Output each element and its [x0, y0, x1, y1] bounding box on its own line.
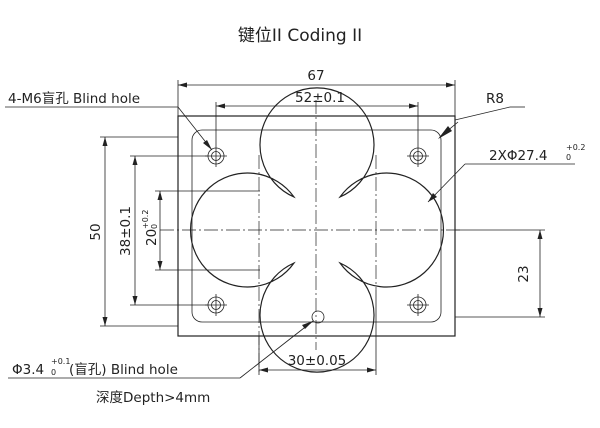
dimension-67: [177, 80, 456, 116]
dimension-38-label: 38±0.1: [118, 206, 134, 256]
dimension-38: [130, 155, 208, 306]
dimension-20-label: 20: [144, 229, 160, 246]
dimension-50-label: 50: [88, 223, 104, 240]
bore-callout-text-group: 2XΦ27.4 +0.2 0: [489, 143, 585, 164]
pin-hole-callout-tol-lower: 0: [51, 368, 56, 377]
dimension-20-tol-upper: +0.2: [141, 210, 150, 229]
r8-callout-leader: [438, 106, 525, 139]
dimension-50: [100, 136, 178, 327]
dimension-67-label: 67: [307, 68, 324, 84]
pin-hole: [311, 310, 325, 324]
m6-hole-bottom-left: [205, 294, 227, 316]
dimension-20-text-group: 20 +0.2 0: [141, 210, 160, 246]
outer-plate-outline: [177, 115, 456, 337]
m6-hole-bottom-right: [407, 294, 429, 316]
dimension-23: [455, 229, 545, 318]
double-bore-outline: [189, 87, 445, 373]
inner-recess-outline: [191, 129, 442, 323]
dimension-30-label: 30±0.05: [288, 353, 347, 369]
dimension-20-tol-lower: 0: [150, 224, 159, 229]
bore-callout-tol-upper: +0.2: [566, 143, 585, 152]
m6-callout-label: 4-M6盲孔 Blind hole: [8, 90, 140, 107]
pin-hole-callout-tol-upper: +0.1: [51, 357, 70, 366]
dimension-52-label: 52±0.1: [295, 90, 345, 106]
m6-hole-top-left: [205, 145, 227, 167]
pin-hole-callout-main: Φ3.4: [12, 362, 44, 378]
m6-callout-leader: [5, 106, 213, 151]
bore-callout-tol-lower: 0: [566, 153, 571, 162]
pin-hole-callout-text-group: Φ3.4 +0.1 0 (盲孔) Blind hole: [12, 357, 178, 378]
dimension-30: [258, 290, 377, 375]
depth-note: 深度Depth>4mm: [96, 390, 210, 406]
pin-hole-callout-leader: [8, 320, 314, 379]
bore-callout-label: 2XΦ27.4: [489, 148, 548, 164]
drawing-title: 键位II Coding II: [238, 26, 362, 46]
pin-hole-callout-suffix: (盲孔) Blind hole: [69, 361, 178, 378]
dimension-23-label: 23: [516, 265, 532, 282]
r8-callout-label: R8: [486, 91, 504, 107]
bore-callout-leader: [427, 163, 575, 203]
m6-hole-top-right: [407, 145, 429, 167]
dimension-20: [155, 190, 260, 271]
dimension-52: [215, 102, 419, 145]
